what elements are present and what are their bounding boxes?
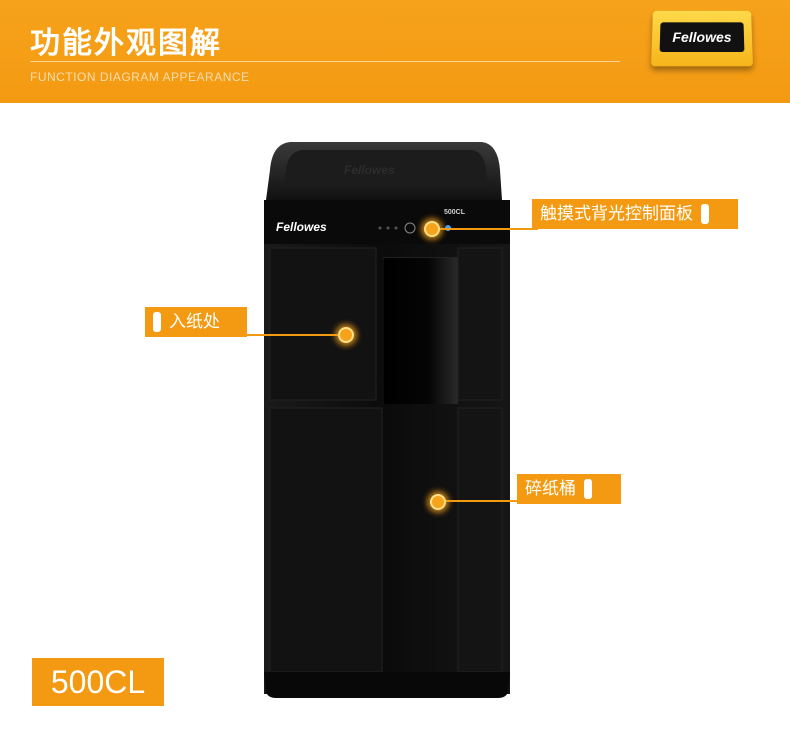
header-banner: 功能外观图解 FUNCTION DIAGRAM APPEARANCE Fello… bbox=[0, 0, 790, 103]
device-brand-label: Fellowes bbox=[276, 220, 327, 234]
shredder-image: Fellowes Fellowes 500CL bbox=[264, 142, 510, 698]
model-badge: 500CL bbox=[32, 658, 164, 706]
brand-logo-text: Fellowes bbox=[659, 22, 745, 53]
page-title: 功能外观图解 bbox=[30, 26, 222, 61]
control-panel-marker bbox=[424, 221, 440, 237]
paper-feed-marker bbox=[338, 327, 354, 343]
callout-pill-icon bbox=[153, 312, 161, 332]
lid-brand-text: Fellowes bbox=[344, 163, 395, 177]
callout-pill-icon bbox=[584, 479, 592, 499]
bin-marker bbox=[430, 494, 446, 510]
paper-feed-leader bbox=[246, 334, 346, 336]
control-panel-callout: 触摸式背光控制面板 bbox=[532, 199, 738, 229]
brand-logo: Fellowes bbox=[651, 10, 753, 67]
device-model-label: 500CL bbox=[444, 209, 466, 216]
paper-feed-label: 入纸处 bbox=[169, 312, 220, 332]
bin-label: 碎纸桶 bbox=[525, 479, 576, 499]
page-subtitle: FUNCTION DIAGRAM APPEARANCE bbox=[30, 70, 250, 84]
control-panel-label: 触摸式背光控制面板 bbox=[540, 204, 693, 224]
bin-leader bbox=[440, 500, 524, 502]
callout-pill-icon bbox=[701, 204, 709, 224]
control-panel-leader bbox=[434, 228, 538, 230]
bin-callout: 碎纸桶 bbox=[517, 474, 621, 504]
header-divider bbox=[30, 61, 620, 62]
paper-feed-callout: 入纸处 bbox=[145, 307, 247, 337]
